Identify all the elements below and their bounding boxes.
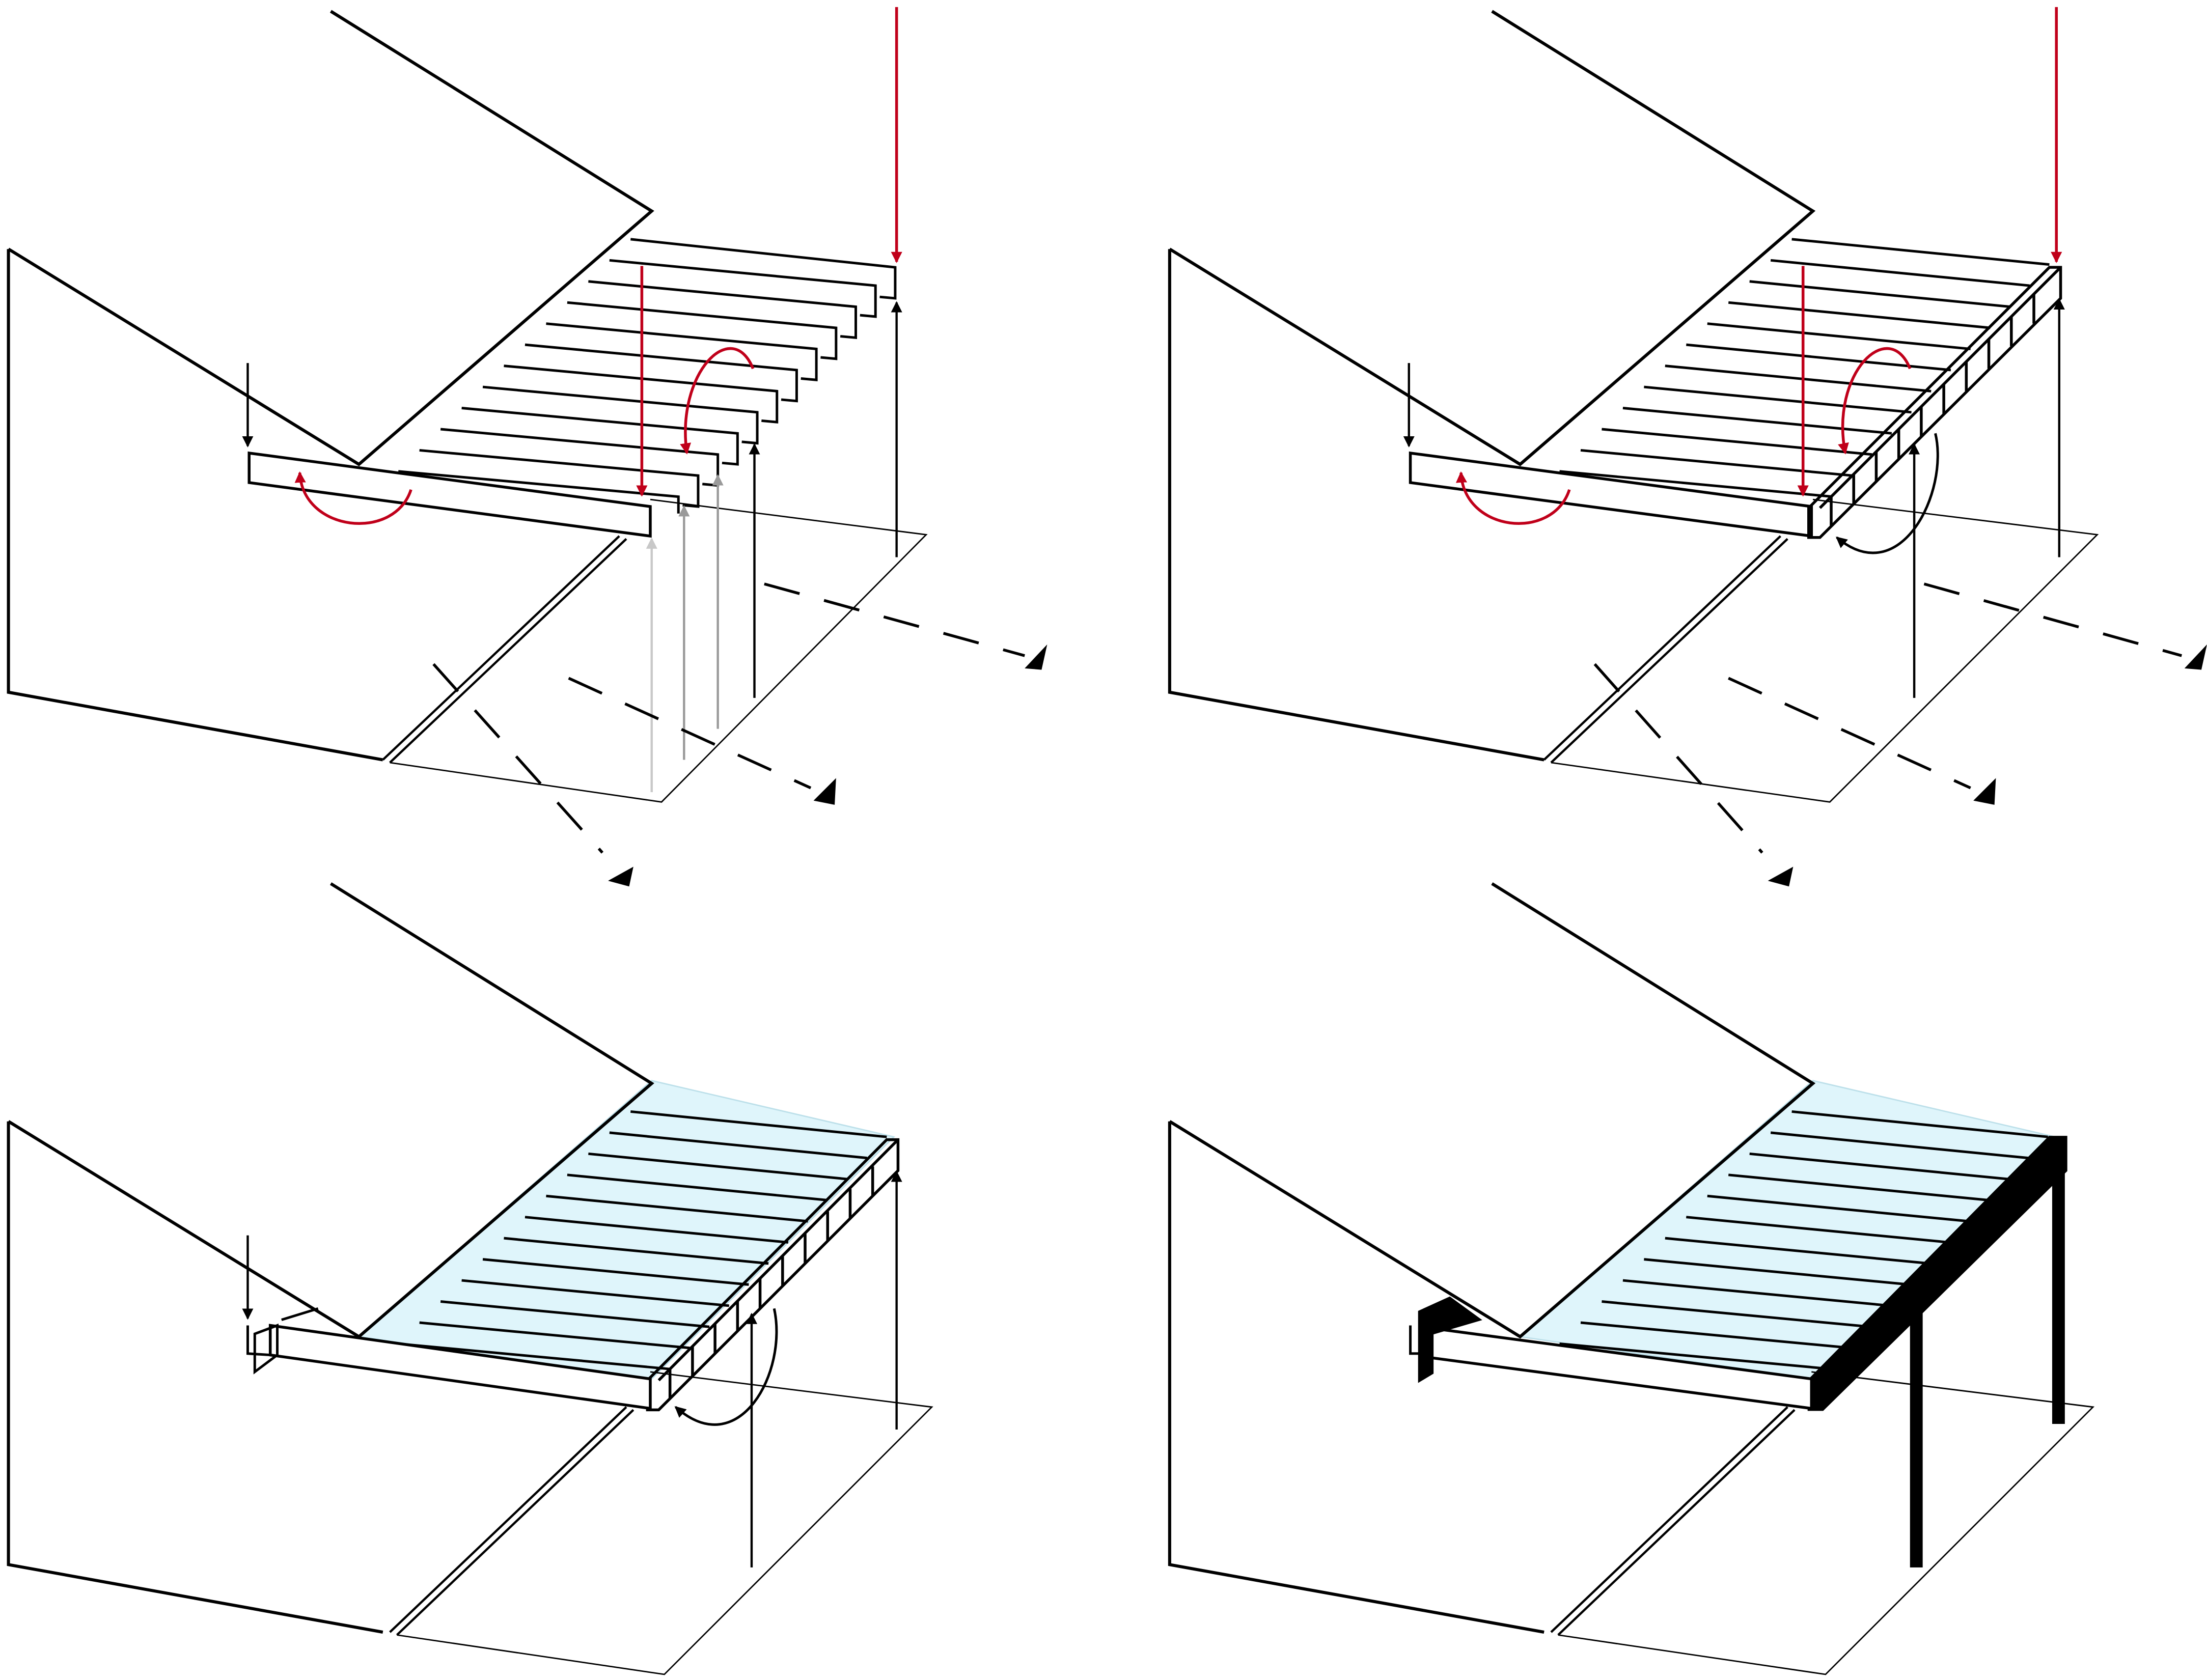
glass-panel bbox=[357, 1080, 895, 1380]
section-marker bbox=[1768, 866, 1794, 887]
wall-plate bbox=[1409, 1325, 1422, 1355]
edge-girder-solid bbox=[1807, 1136, 2067, 1411]
wall-side bbox=[7, 1121, 383, 1634]
section-marker bbox=[2184, 644, 2207, 670]
connector bbox=[281, 1307, 319, 1321]
rotation-arrow bbox=[674, 1308, 778, 1426]
wall-side bbox=[1168, 249, 1544, 762]
floor-outline bbox=[397, 1371, 933, 1675]
rotation-arrow bbox=[1835, 433, 1939, 554]
wall-bracket-solid bbox=[1418, 1296, 1482, 1383]
section-line bbox=[568, 677, 812, 790]
section-line bbox=[764, 582, 1025, 657]
panel-2 bbox=[1168, 7, 2207, 887]
rotation-arrow bbox=[294, 471, 412, 525]
floor-slab bbox=[389, 1406, 634, 1636]
floor-slab bbox=[382, 535, 627, 764]
beam bbox=[247, 451, 652, 538]
floor-slab bbox=[1543, 535, 1788, 764]
beam bbox=[268, 1324, 652, 1410]
section-marker bbox=[608, 866, 633, 887]
roof-slats bbox=[398, 238, 897, 514]
wall-side bbox=[1168, 1121, 1544, 1634]
section-line bbox=[432, 663, 604, 854]
roof-joists bbox=[1559, 238, 2050, 498]
wall bbox=[7, 882, 654, 1339]
rotation-arrow bbox=[1455, 471, 1571, 525]
floor-outline bbox=[1558, 1371, 2095, 1675]
section-marker bbox=[813, 778, 836, 805]
wall bbox=[1169, 10, 1816, 466]
wall bbox=[1169, 882, 1816, 1339]
column bbox=[2052, 1154, 2065, 1424]
column bbox=[1910, 1308, 1923, 1567]
rotation-arrow bbox=[680, 347, 755, 455]
section-marker bbox=[1973, 778, 1996, 805]
rotation-arrow bbox=[1838, 347, 1912, 455]
panel-1 bbox=[7, 7, 1047, 887]
section-line bbox=[1728, 677, 1971, 790]
wall-bracket bbox=[246, 1323, 279, 1375]
section-line bbox=[1923, 582, 2182, 657]
floor-outline bbox=[390, 498, 928, 803]
section-line bbox=[1593, 663, 1763, 854]
roof-joists bbox=[1559, 1110, 2048, 1370]
panel-4 bbox=[1168, 882, 2095, 1675]
panel-3 bbox=[7, 882, 933, 1675]
floor-outline bbox=[1551, 498, 2099, 803]
floor-slab bbox=[1550, 1406, 1796, 1636]
wall bbox=[7, 10, 654, 466]
roof-joists bbox=[398, 1110, 887, 1370]
wall-side bbox=[7, 249, 383, 762]
section-marker bbox=[1025, 644, 1047, 670]
beam bbox=[1409, 451, 1813, 538]
